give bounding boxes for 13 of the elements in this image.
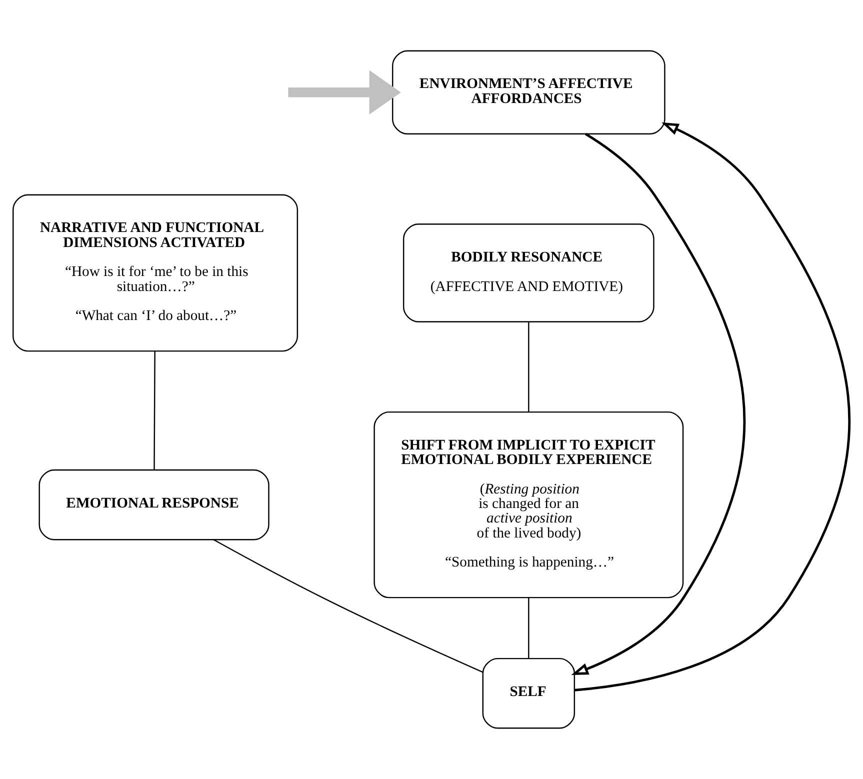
arrow — [574, 122, 850, 692]
node-box: ENVIRONMENT’S AFFECTIVE AFFORDANCES — [392, 50, 666, 134]
connector — [528, 322, 530, 412]
node-box: SELF — [482, 658, 576, 729]
connector — [528, 598, 530, 658]
connector — [213, 539, 484, 673]
arrow — [288, 70, 401, 115]
node-box: EMOTIONAL RESPONSE — [38, 469, 270, 540]
node-box: NARRATIVE AND FUNCTIONAL DIMENSIONS ACTIVATED “How is it for ‘me’ to be in this situation…?” “What can ‘I’ do about…?” — [12, 194, 298, 352]
arrow — [571, 132, 746, 676]
connector — [154, 351, 156, 470]
node-box: BODILY RESONANCE (AFFECTIVE AND EMOTIVE) — [402, 224, 654, 322]
node-box: SHIFT FROM IMPLICIT TO EXPICIT EMOTIONAL BODILY EXPERIENCE (Resting position is changed for an active position of the lived body) “Something is happening…” — [374, 411, 684, 598]
